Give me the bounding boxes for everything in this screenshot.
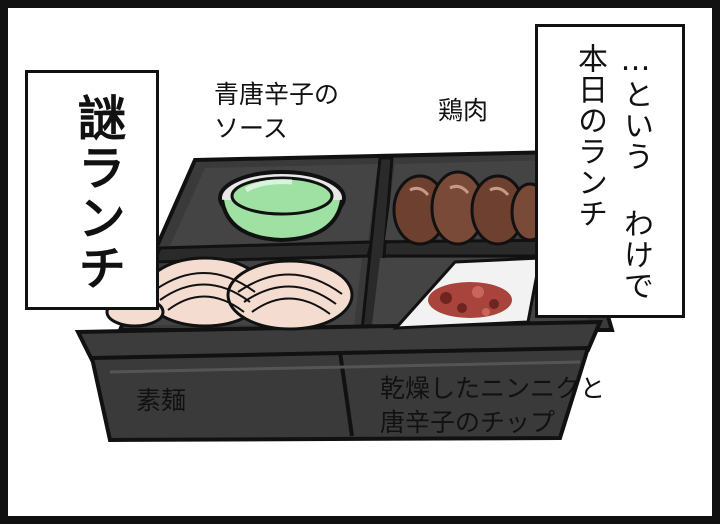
title-caption: 謎ランチ (69, 93, 125, 293)
label-green-chili-sauce: 青唐辛子の ソース (214, 80, 340, 143)
label-chicken: 鶏肉 (438, 96, 489, 125)
green-sauce-cup (218, 170, 346, 243)
narration-caption: …という わけで 本日のランチ (566, 43, 658, 301)
narration-line-2: 本日のランチ (572, 43, 607, 229)
narration-caption-box: …という わけで 本日のランチ (535, 24, 685, 318)
narration-line-1: …という わけで (618, 43, 653, 301)
label-somen: 素麺 (136, 386, 187, 415)
somen-noodles (105, 256, 354, 331)
chili-chips-tray (392, 256, 542, 330)
title-caption-box: 謎ランチ (25, 70, 159, 310)
label-garlic-chili-chips: 乾燥したニンニクと 唐辛子のチップ (380, 374, 606, 437)
